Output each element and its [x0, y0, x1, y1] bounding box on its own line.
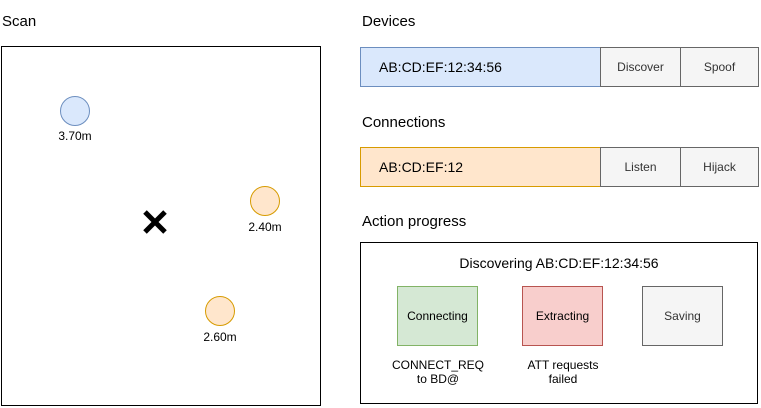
step-extracting-note-line1: ATT requests	[527, 358, 599, 372]
progress-status: Discovering AB:CD:EF:12:34:56	[459, 255, 659, 271]
connections-title: Connections	[362, 114, 446, 131]
spoof-button[interactable]: Spoof	[680, 47, 759, 87]
device-2-distance: 2.40m	[248, 220, 282, 234]
scanned-device-2[interactable]	[250, 186, 280, 216]
step-connecting-note-line2: to BD@	[416, 372, 460, 386]
device-1-distance: 3.70m	[58, 129, 92, 143]
device-address: AB:CD:EF:12:34:56	[379, 59, 502, 75]
scan-title: Scan	[2, 13, 37, 30]
listen-button[interactable]: Listen	[600, 147, 681, 187]
scanned-device-1[interactable]	[60, 96, 90, 126]
connection-address-field[interactable]: AB:CD:EF:12	[360, 147, 601, 187]
step-saving: Saving	[642, 286, 723, 346]
discover-button[interactable]: Discover	[600, 47, 681, 87]
device-address-field[interactable]: AB:CD:EF:12:34:56	[360, 47, 601, 87]
step-extracting-note: ATT requests failed	[503, 358, 623, 386]
progress-title: Action progress	[362, 213, 467, 230]
devices-title: Devices	[362, 13, 416, 30]
step-connecting: Connecting	[397, 286, 478, 346]
step-extracting: Extracting	[522, 286, 603, 346]
connection-address: AB:CD:EF:12	[379, 159, 464, 175]
step-extracting-note-line2: failed	[548, 372, 578, 386]
step-connecting-note: CONNECT_REQ to BD@	[378, 358, 498, 386]
hijack-button[interactable]: Hijack	[680, 147, 759, 187]
device-3-distance: 2.60m	[203, 330, 237, 344]
x-mark-icon	[143, 210, 167, 234]
scanned-device-3[interactable]	[205, 296, 235, 326]
step-connecting-note-line1: CONNECT_REQ	[391, 358, 484, 372]
